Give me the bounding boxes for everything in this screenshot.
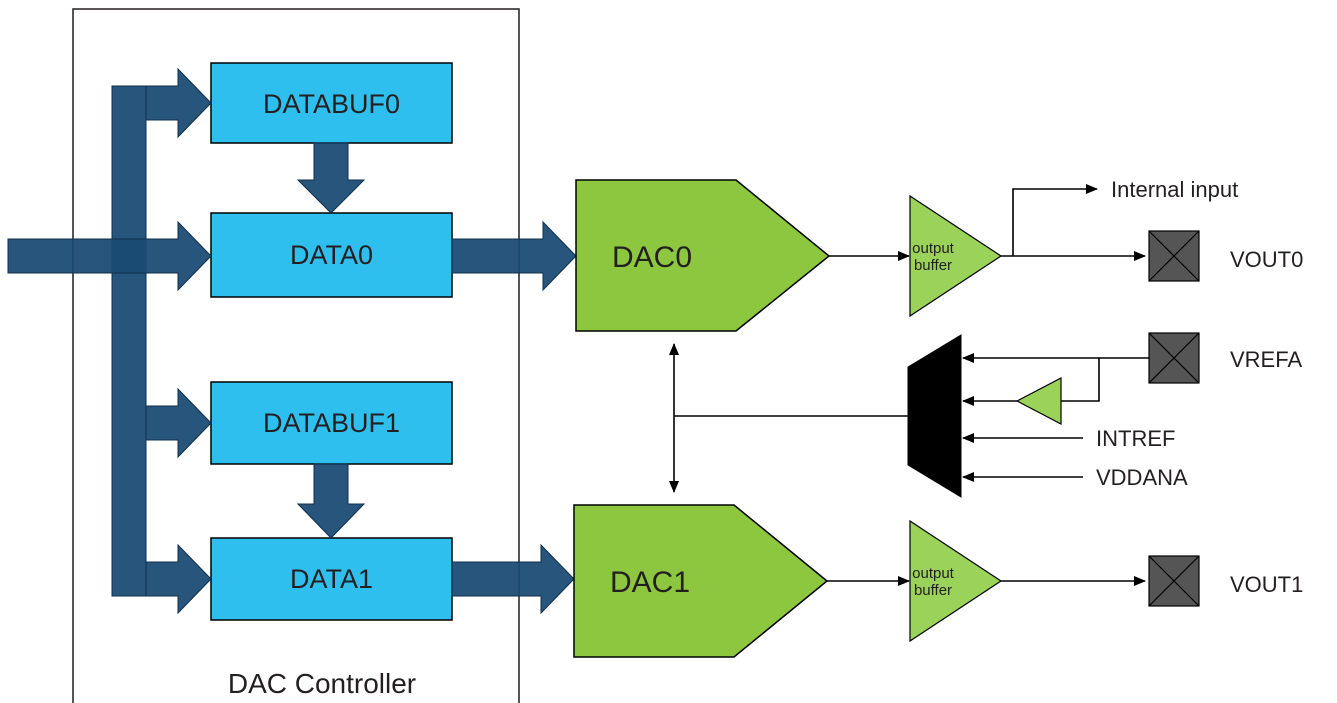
bus-arrow-to-data1: [145, 543, 212, 615]
output-buffer-1-line2: buffer: [914, 582, 952, 599]
dac1-block: [573, 504, 829, 658]
data0-label: DATA0: [290, 240, 373, 270]
input-arrow-to-data0: [7, 220, 212, 292]
dac0-label: DAC0: [612, 241, 692, 274]
vout1-pin: [1148, 555, 1200, 607]
arrow-databuf0-to-data0: [296, 142, 366, 214]
internal-input-label: Internal input: [1111, 177, 1238, 202]
databuf0-label: DATABUF0: [263, 89, 400, 119]
output-buffer-0-line1: output: [912, 240, 955, 257]
output-buffer-0: [909, 194, 1003, 318]
vout1-label: VOUT1: [1230, 572, 1303, 597]
output-buffer-0-line2: buffer: [914, 257, 952, 274]
data1-label: DATA1: [290, 564, 373, 594]
vref-buffer: [1015, 377, 1062, 425]
dac0-block: [575, 179, 831, 332]
dac-controller-frame: [72, 8, 520, 703]
dac-controller-label: DAC Controller: [228, 668, 416, 699]
data0-block: [210, 212, 453, 298]
dac1-label: DAC1: [610, 566, 690, 599]
bus-arrow-to-databuf0: [145, 67, 212, 139]
arrow-databuf1-to-data1: [296, 463, 366, 539]
vrefa-label: VREFA: [1230, 347, 1302, 372]
vrefa-pin: [1148, 332, 1200, 384]
output-buffer-1-line1: output: [912, 565, 955, 582]
bus-arrow-to-databuf1: [145, 387, 212, 459]
bus-vertical: [111, 85, 147, 597]
intref-label: INTREF: [1096, 426, 1175, 451]
vddana-label: VDDANA: [1096, 465, 1188, 490]
arrow-data0-to-dac0: [451, 220, 577, 292]
reference-mux: [907, 334, 962, 498]
vout0-label: VOUT0: [1230, 247, 1303, 272]
wire-vrefa-to-vbuffer: [1061, 357, 1149, 402]
vout0-pin: [1148, 230, 1200, 282]
wire-internal-input: [1012, 184, 1098, 256]
output-buffer-1: [909, 519, 1003, 643]
arrow-data1-to-dac1: [451, 543, 575, 615]
databuf1-label: DATABUF1: [263, 408, 400, 438]
